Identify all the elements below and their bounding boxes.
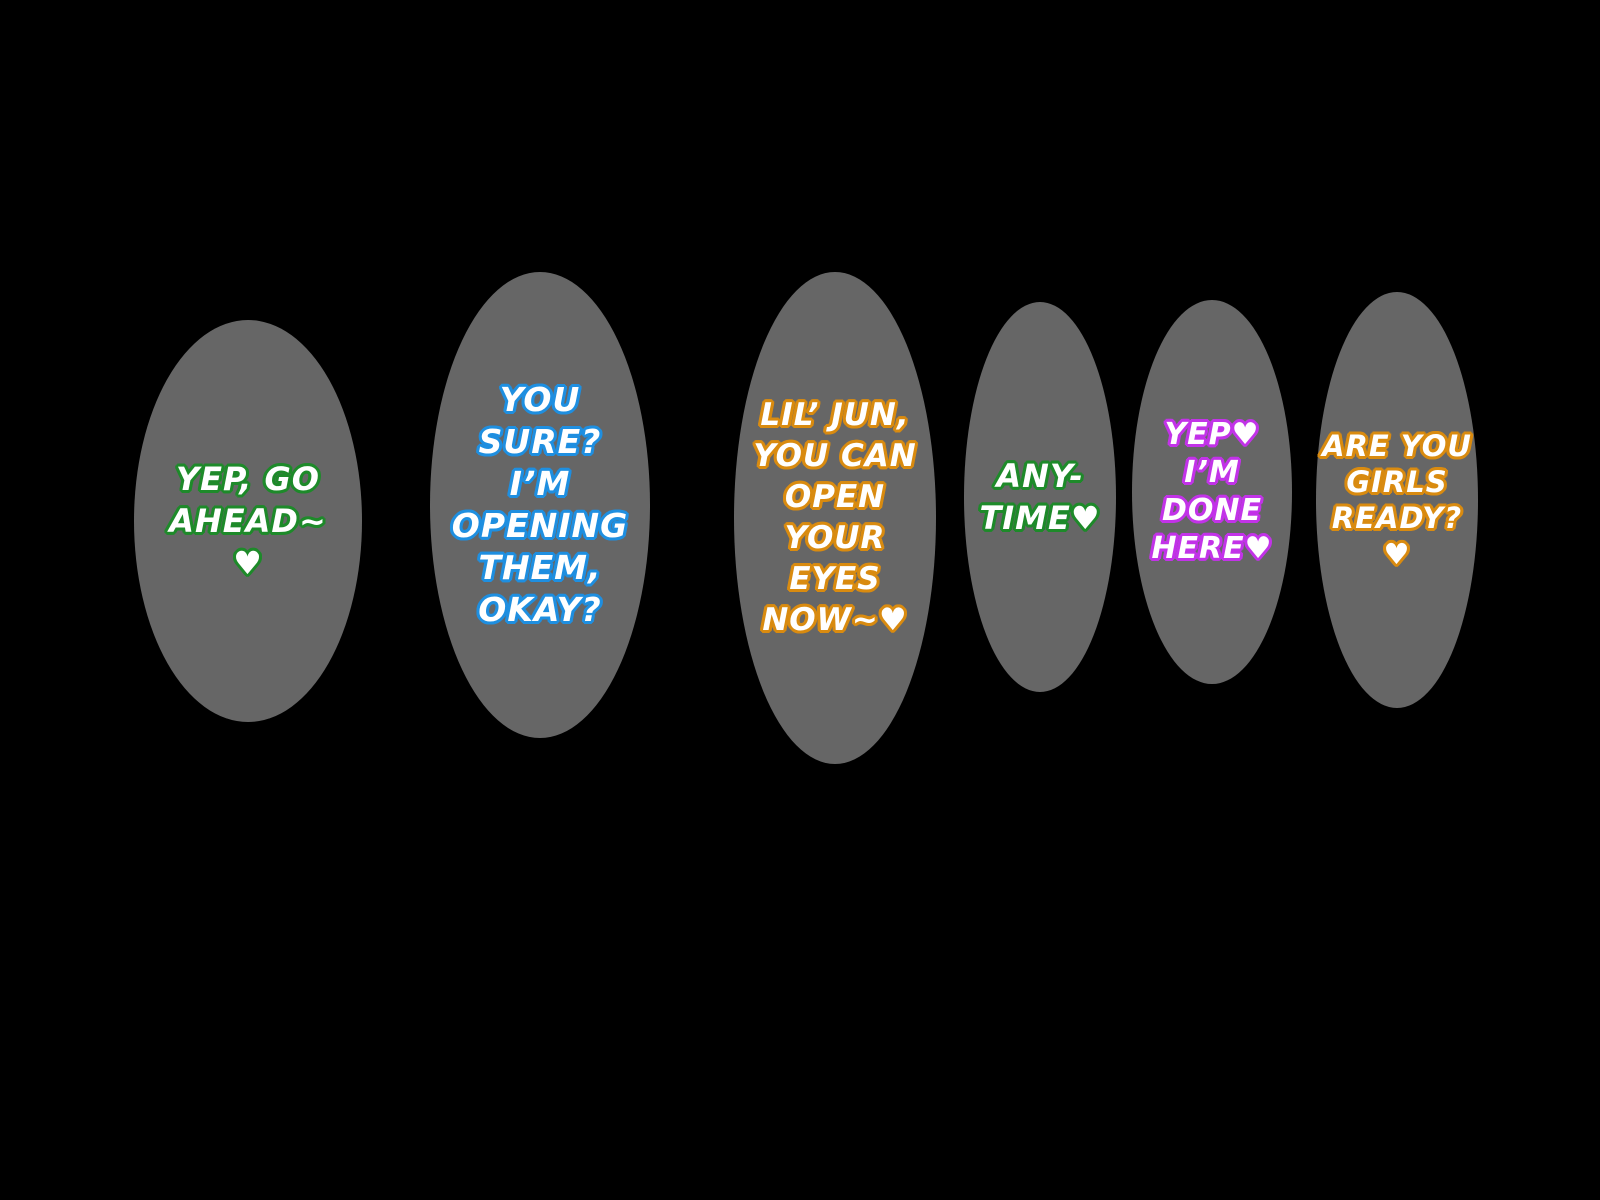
bubble-2-text: YOU SURE? I’M OPENING THEM, OKAY?: [452, 379, 628, 631]
bubble-line: YOU CAN: [753, 438, 917, 474]
bubble-line: ARE YOU: [1322, 429, 1472, 463]
bubble-line: ANY-: [996, 457, 1084, 495]
bubble-line: READY?: [1331, 501, 1463, 535]
bubble-line: THEM,: [478, 548, 602, 587]
bubble-line: YOUR: [784, 520, 886, 556]
bubble-line: YEP, GO: [175, 460, 320, 498]
bubble-line: I’M: [509, 464, 571, 503]
speech-bubble-6: ARE YOU GIRLS READY? ♥: [1316, 292, 1478, 708]
bubble-3-text: LIL’ JUN, YOU CAN OPEN YOUR EYES NOW~♥: [753, 395, 916, 641]
bubble-4-text: ANY- TIME♥: [979, 455, 1100, 539]
speech-bubble-5: YEP♥ I’M DONE HERE♥: [1132, 300, 1292, 684]
speech-bubble-2: YOU SURE? I’M OPENING THEM, OKAY?: [430, 272, 650, 738]
bubble-line: OPEN: [784, 479, 886, 515]
bubble-line: HERE♥: [1151, 531, 1273, 566]
bubble-5-text: YEP♥ I’M DONE HERE♥: [1151, 416, 1272, 568]
bubble-1-text: YEP, GO AHEAD~ ♥: [169, 458, 327, 584]
bubble-line: LIL’ JUN,: [760, 397, 910, 433]
bubble-line: TIME♥: [979, 499, 1101, 537]
bubble-6-text: ARE YOU GIRLS READY? ♥: [1322, 428, 1472, 572]
bubble-line: NOW~♥: [762, 602, 908, 638]
bubble-line: OPENING: [451, 506, 629, 545]
speech-bubble-4: ANY- TIME♥: [964, 302, 1116, 692]
heart-icon: ♥: [233, 544, 263, 582]
speech-bubble-3: LIL’ JUN, YOU CAN OPEN YOUR EYES NOW~♥: [734, 272, 936, 764]
bubble-line: SURE?: [478, 422, 602, 461]
bubble-line: AHEAD~: [169, 502, 327, 540]
speech-bubble-1: YEP, GO AHEAD~ ♥: [134, 320, 362, 722]
bubble-line: GIRLS: [1346, 465, 1448, 499]
bubble-line: YOU: [499, 380, 581, 419]
bubble-line: YEP♥: [1164, 417, 1260, 452]
bubble-line: EYES: [789, 561, 881, 597]
bubble-line: I’M: [1184, 455, 1240, 490]
bubble-line: OKAY?: [478, 590, 602, 629]
heart-icon: ♥: [1383, 537, 1411, 571]
bubble-line: DONE: [1161, 493, 1262, 528]
